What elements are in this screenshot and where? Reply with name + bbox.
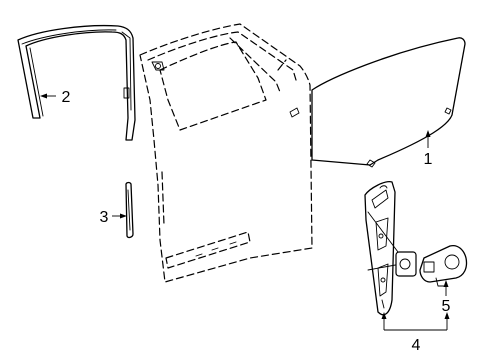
- window-regulator: [364, 181, 417, 316]
- callout-1: 1: [424, 151, 433, 168]
- callout-2: 2: [62, 89, 71, 106]
- callout-3: 3: [100, 209, 109, 226]
- callout-5: 5: [442, 298, 451, 315]
- seal-strip: [125, 181, 134, 239]
- window-glass: [311, 37, 466, 168]
- window-motor: [419, 244, 468, 287]
- callout-leaders: [40, 93, 450, 331]
- door-shell: [139, 23, 313, 283]
- run-channel: [17, 24, 136, 141]
- callout-4: 4: [412, 337, 421, 354]
